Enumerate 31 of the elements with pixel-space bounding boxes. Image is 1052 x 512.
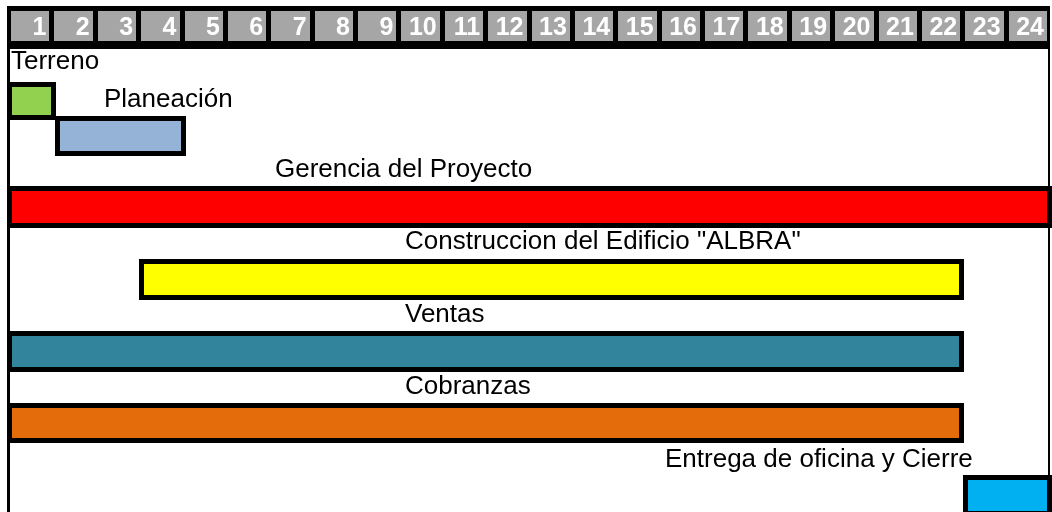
task-label: Entrega de oficina y Cierre (665, 444, 973, 472)
month-number: 3 (97, 11, 137, 41)
month-number: 20 (835, 11, 874, 41)
month-number: 22 (921, 11, 961, 41)
month-number: 6 (227, 11, 267, 41)
month-number: 5 (184, 11, 223, 41)
month-number: 11 (444, 11, 484, 41)
month-number: 8 (314, 11, 353, 41)
month-number: 16 (661, 11, 700, 41)
task-label: Terreno (11, 46, 100, 74)
month-number: 17 (705, 11, 744, 41)
task-label: Cobranzas (405, 371, 531, 399)
month-number: 2 (54, 11, 93, 41)
month-number: 18 (748, 11, 787, 41)
month-number: 12 (488, 11, 527, 41)
task-label: Planeación (104, 84, 233, 112)
month-number: 23 (965, 11, 1004, 41)
month-number: 15 (618, 11, 657, 41)
month-number: 24 (1008, 11, 1047, 41)
month-number: 9 (358, 11, 397, 41)
task-label: Construccion del Edificio "ALBRA" (405, 226, 801, 254)
month-number: 14 (574, 11, 614, 41)
month-number: 21 (878, 11, 917, 41)
month-number: 10 (401, 11, 440, 41)
month-number: 1 (11, 11, 50, 41)
task-label: Gerencia del Proyecto (275, 154, 533, 182)
month-number: 4 (141, 11, 180, 41)
task-label: Ventas (405, 299, 485, 327)
month-number: 19 (791, 11, 831, 41)
month-number: 13 (531, 11, 570, 41)
month-number: 7 (271, 11, 310, 41)
